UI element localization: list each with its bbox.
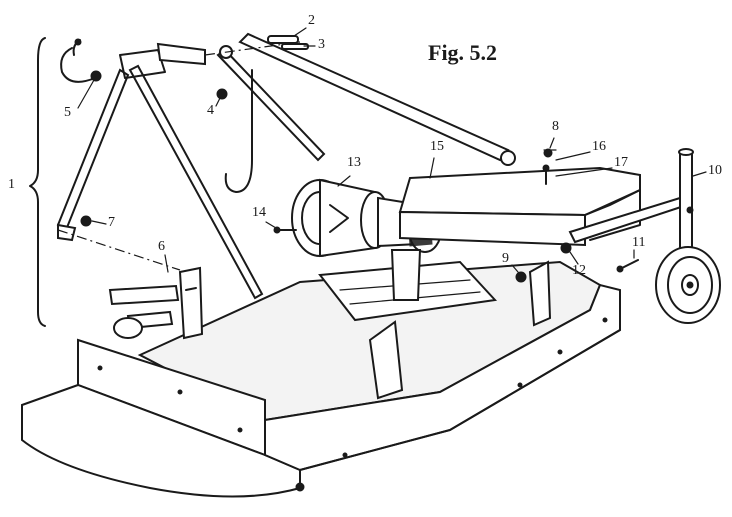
callout-4: 4 — [207, 103, 214, 118]
callout-1: 1 — [8, 177, 15, 192]
callout-8: 8 — [552, 119, 559, 134]
figure-title: Fig. 5.2 — [428, 40, 498, 65]
rear-bracket — [528, 260, 552, 327]
caster-wheel — [655, 246, 721, 324]
fasteners — [80, 70, 639, 283]
rear-guard-flap — [399, 210, 586, 247]
rear-guard-lip — [584, 189, 641, 241]
deck-rear-edge — [299, 329, 621, 471]
a-frame-hitch — [56, 38, 264, 300]
callout-3: 3 — [318, 37, 325, 52]
callout-10: 10 — [708, 163, 722, 178]
center-stand — [368, 320, 404, 400]
hook — [224, 69, 253, 193]
callout-5: 5 — [64, 105, 71, 120]
callout-7: 7 — [108, 215, 115, 230]
leader-lines — [77, 27, 707, 273]
callout-9: 9 — [502, 251, 509, 266]
top-link-arm — [216, 32, 516, 166]
callout-14: 14 — [252, 205, 266, 220]
callout-2: 2 — [308, 13, 315, 28]
callout-13: 13 — [347, 155, 361, 170]
callout-6: 6 — [158, 239, 165, 254]
rear-guard-top — [398, 166, 641, 217]
deck-front-skirt — [21, 383, 301, 498]
callout-12: 12 — [572, 263, 586, 278]
pins-2-3 — [204, 35, 309, 56]
callout-15: 15 — [430, 139, 444, 154]
callout-11: 11 — [632, 235, 646, 250]
callout-16: 16 — [592, 139, 606, 154]
callout-17: 17 — [614, 155, 628, 170]
lower-pin-brackets — [57, 229, 204, 340]
hitch-assembly-brace — [29, 37, 46, 327]
deck-rivets — [97, 317, 608, 492]
caster-post — [678, 148, 694, 263]
deck-right-side — [264, 283, 621, 472]
